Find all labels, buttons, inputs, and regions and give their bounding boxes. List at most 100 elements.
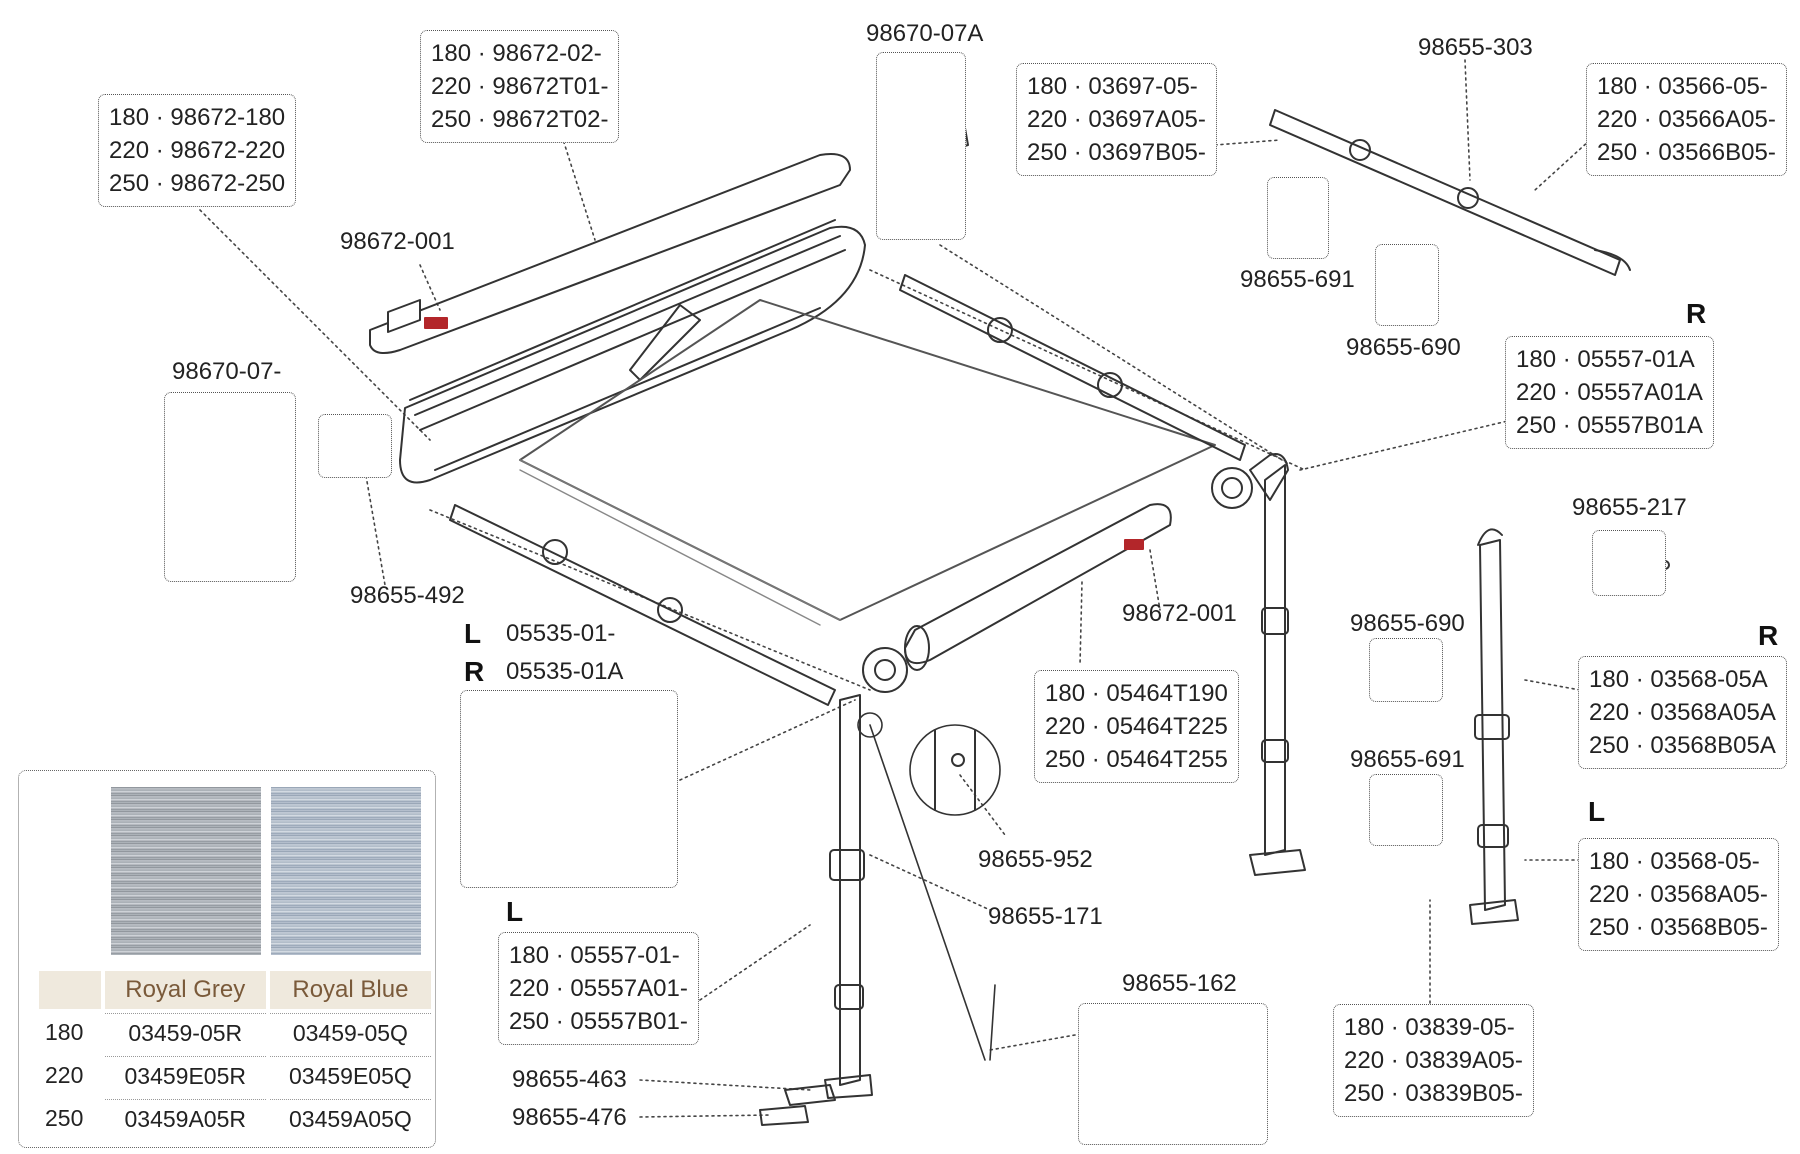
callout-leg-L: 180 · 03568-05- 220 · 03568A05- 250 · 03… — [1578, 838, 1779, 951]
box-98670-07A — [876, 52, 966, 240]
part-label: 98655-492 — [350, 582, 465, 609]
side-marker: L — [464, 618, 482, 649]
size-cell: 180 — [45, 1019, 84, 1045]
part-label: 98655-690 — [1350, 610, 1465, 637]
callout-line: 180 · 98672-180 — [109, 104, 286, 131]
part-label: 98655-691 — [1350, 746, 1465, 773]
part-label: 98655-476 — [512, 1104, 627, 1131]
side-marker: R — [1686, 298, 1707, 329]
grey-code-cell: 03459A05R — [104, 1099, 266, 1138]
column-header: Royal Blue — [269, 971, 431, 1009]
right-rear-hub — [1211, 467, 1253, 509]
callout-line: 250 · 03568B05- — [1589, 914, 1768, 941]
callout-leg-R: 180 · 03568-05A 220 · 03568A05A 250 · 03… — [1578, 656, 1787, 769]
callout-foot-rail: 180 · 03839-05- 220 · 03839A05- 250 · 03… — [1333, 1004, 1534, 1117]
part-label: 05535-01- — [506, 620, 616, 647]
callout-line: 220 · 03697A05- — [1027, 106, 1206, 133]
size-cell: 250 — [45, 1105, 84, 1131]
callout-line: 250 · 98672-250 — [109, 170, 286, 197]
callout-line: 180 · 03839-05- — [1344, 1014, 1515, 1041]
awning-fabric — [519, 299, 1216, 621]
callout-line: 250 · 05557B01- — [509, 1008, 688, 1035]
table-row: 220 03459E05R 03459E05Q — [39, 1056, 431, 1095]
callout-line: 220 · 05557A01A — [1516, 379, 1703, 406]
front-rail-body — [399, 225, 866, 484]
callout-front-rail: 180 · 98672-180 220 · 98672-220 250 · 98… — [98, 94, 297, 207]
right-rear-leg — [1264, 464, 1286, 856]
part-label: 98672-001 — [1122, 600, 1237, 627]
table-row: 180 03459-05R 03459-05Q — [39, 1013, 431, 1052]
callout-line: 180 · 98672-02- — [431, 40, 602, 67]
table-corner — [39, 971, 101, 1009]
blue-code-cell: 03459A05Q — [269, 1099, 431, 1138]
side-marker: R — [1758, 620, 1779, 651]
part-label: 98655-463 — [512, 1066, 627, 1093]
part-label: 98655-690 — [1346, 334, 1461, 361]
rear-rafter — [899, 274, 1246, 461]
callout-line: 220 · 03568A05- — [1589, 881, 1768, 908]
size-cell: 220 — [45, 1062, 84, 1088]
callout-line: 220 · 03839A05- — [1344, 1047, 1523, 1074]
box-98655-691-mid — [1369, 774, 1443, 846]
part-label: 05535-01A — [506, 658, 624, 685]
blue-code-cell: 03459-05Q — [269, 1013, 431, 1052]
box-98655-492 — [318, 414, 392, 478]
swatch-royal-grey — [111, 787, 261, 955]
front-bar — [449, 504, 836, 706]
right-leg — [1479, 539, 1506, 911]
side-marker: L — [506, 896, 524, 927]
box-98655-690-mid — [1369, 638, 1443, 702]
callout-line: 250 · 98672T02- — [431, 106, 609, 133]
box-98655-690-top — [1375, 244, 1439, 326]
box-98655-217 — [1592, 530, 1666, 596]
callout-line: 180 · 03566-05- — [1597, 73, 1768, 100]
callout-line: 220 · 03566A05- — [1597, 106, 1776, 133]
grey-code-cell: 03459-05R — [104, 1013, 266, 1052]
swatch-royal-blue — [271, 787, 421, 955]
part-label: 98670-07A — [866, 20, 984, 47]
box-98655-162 — [1078, 1003, 1268, 1145]
arm-303 — [1269, 109, 1621, 276]
box-05535 — [460, 690, 678, 888]
side-marker: L — [1588, 796, 1606, 827]
detail-zoom — [909, 724, 1001, 816]
callout-line: 220 · 05464T225 — [1045, 713, 1228, 740]
callout-roller: 180 · 05464T190 220 · 05464T225 250 · 05… — [1034, 670, 1239, 783]
part-label: 98655-217 — [1572, 494, 1687, 521]
callout-line: 250 · 03566B05- — [1597, 139, 1776, 166]
table-header-row: Royal Grey Royal Blue — [39, 971, 431, 1009]
box-98670-07 — [164, 392, 296, 582]
part-label: 98655-303 — [1418, 34, 1533, 61]
callout-line: 250 · 03839B05- — [1344, 1080, 1523, 1107]
fabric-table: Royal Grey Royal Blue 180 03459-05R 0345… — [35, 967, 435, 1142]
callout-line: 220 · 05557A01- — [509, 975, 688, 1002]
callout-line: 220 · 03568A05A — [1589, 699, 1776, 726]
callout-line: 180 · 03568-05A — [1589, 666, 1768, 693]
fabric-options-panel: Royal Grey Royal Blue 180 03459-05R 0345… — [18, 770, 436, 1148]
callout-rafter-arm-long: 180 · 03566-05- 220 · 03566A05- 250 · 03… — [1586, 63, 1787, 176]
part-label: 98670-07- — [172, 358, 282, 385]
callout-line: 220 · 98672-220 — [109, 137, 286, 164]
table-row: 250 03459A05R 03459A05Q — [39, 1099, 431, 1138]
callout-line: 180 · 05557-01- — [509, 942, 680, 969]
side-marker: R — [464, 656, 485, 687]
part-label: 98655-162 — [1122, 970, 1237, 997]
cover-profile — [369, 153, 851, 355]
left-front-leg — [839, 694, 861, 1086]
leader-lines — [199, 59, 1591, 1118]
callout-leg-right-top: 180 · 05557-01A 220 · 05557A01A 250 · 05… — [1505, 336, 1714, 449]
callout-cover: 180 · 98672-02- 220 · 98672T01- 250 · 98… — [420, 30, 620, 143]
tension-strap — [869, 724, 986, 1061]
callout-line: 250 · 05557B01A — [1516, 412, 1703, 439]
callout-line: 250 · 05464T255 — [1045, 746, 1228, 773]
callout-line: 250 · 03568B05A — [1589, 732, 1776, 759]
column-header: Royal Grey — [104, 971, 266, 1009]
part-label: 98655-952 — [978, 846, 1093, 873]
callout-line: 180 · 03697-05- — [1027, 73, 1198, 100]
callout-line: 220 · 98672T01- — [431, 73, 609, 100]
blue-code-cell: 03459E05Q — [269, 1056, 431, 1095]
box-98655-691-top — [1267, 177, 1329, 259]
part-label: 98655-691 — [1240, 266, 1355, 293]
callout-rafter-arm: 180 · 03697-05- 220 · 03697A05- 250 · 03… — [1016, 63, 1217, 176]
